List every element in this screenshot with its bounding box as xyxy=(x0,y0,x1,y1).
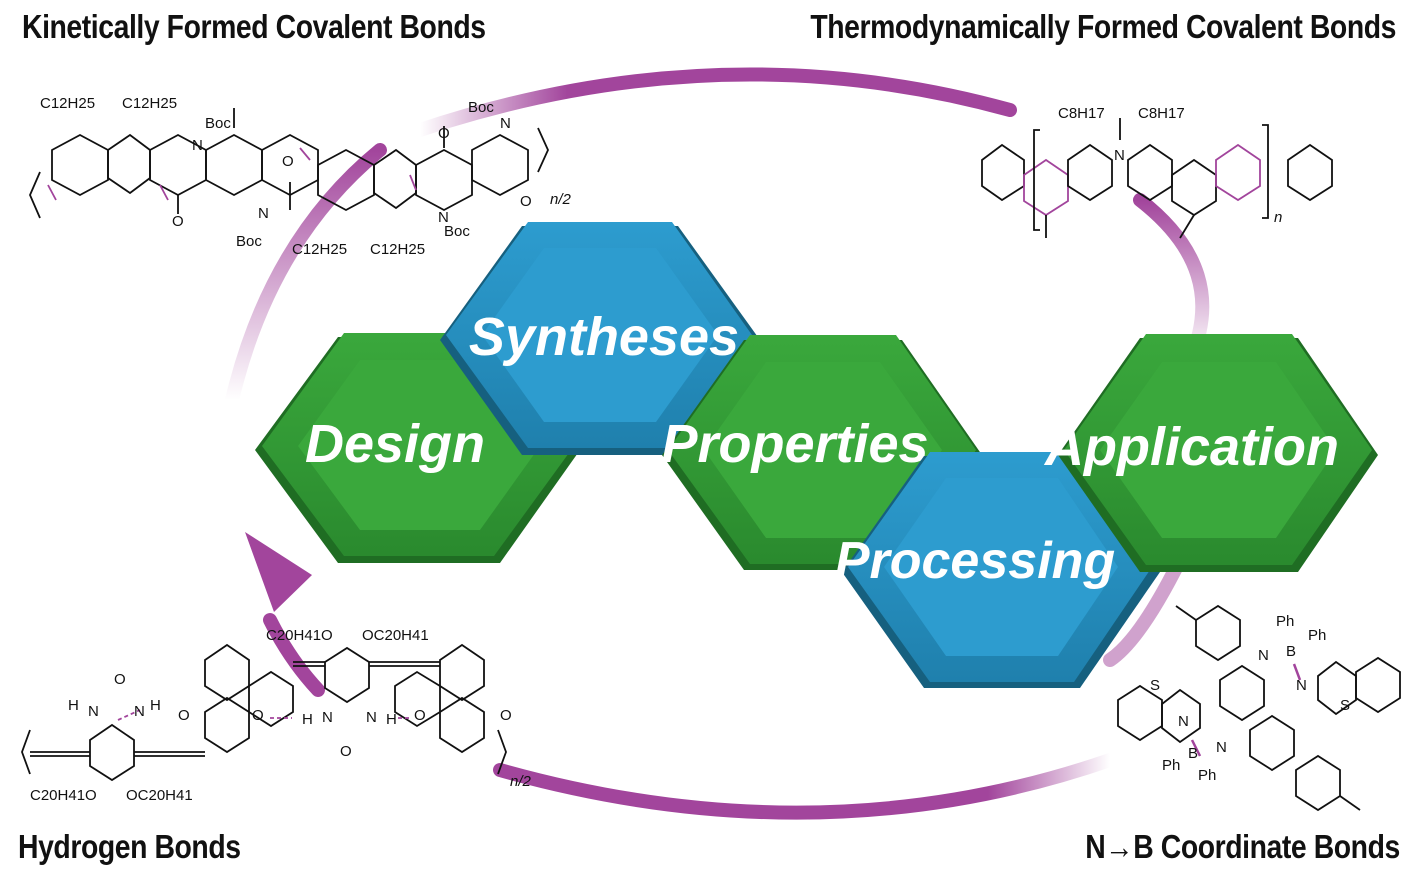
structure-top-left-labels: C12H25 C12H25 Boc Boc Boc Boc C12H25 C12… xyxy=(40,95,572,258)
svg-text:Ph: Ph xyxy=(1198,767,1216,784)
svg-text:N: N xyxy=(322,709,333,726)
svg-text:B: B xyxy=(1286,643,1296,660)
svg-text:H: H xyxy=(150,697,161,714)
svg-text:H: H xyxy=(68,697,79,714)
svg-text:N: N xyxy=(1258,647,1269,664)
hex-processing: Processing xyxy=(835,452,1160,688)
cycle-arrow-left-upper xyxy=(225,143,387,407)
svg-text:N: N xyxy=(500,115,511,132)
structure-bottom-left-labels: C20H41O OC20H41 C20H41O OC20H41 H H H H … xyxy=(30,627,532,804)
cycle-arrows xyxy=(225,67,1210,820)
svg-text:OC20H41: OC20H41 xyxy=(362,627,429,644)
hex-application: Application xyxy=(1043,334,1378,572)
svg-text:N: N xyxy=(1216,739,1227,756)
structure-bottom-left xyxy=(21,643,507,782)
svg-text:OC20H41: OC20H41 xyxy=(126,787,193,804)
svg-text:n: n xyxy=(1274,209,1282,226)
svg-text:N: N xyxy=(438,209,449,226)
svg-text:O: O xyxy=(172,213,184,230)
label-thermodynamic-covalent: Thermodynamically Formed Covalent Bonds xyxy=(810,8,1396,45)
svg-text:C8H17: C8H17 xyxy=(1138,105,1185,122)
svg-text:N: N xyxy=(366,709,377,726)
svg-text:O: O xyxy=(414,707,426,724)
svg-text:N: N xyxy=(1178,713,1189,730)
svg-text:B: B xyxy=(1188,745,1198,762)
svg-text:H: H xyxy=(302,711,313,728)
structure-top-right-labels: C8H17 C8H17 N n xyxy=(1058,105,1282,226)
svg-text:N: N xyxy=(134,703,145,720)
svg-text:Boc: Boc xyxy=(444,223,470,240)
svg-text:N: N xyxy=(1296,677,1307,694)
svg-text:H: H xyxy=(386,711,397,728)
svg-text:N: N xyxy=(192,137,203,154)
cycle-arrow-right-lower xyxy=(1103,553,1187,667)
svg-text:C12H25: C12H25 xyxy=(370,241,425,258)
hex-label-design: Design xyxy=(305,414,485,474)
svg-text:O: O xyxy=(520,193,532,210)
svg-text:O: O xyxy=(500,707,512,724)
svg-text:S: S xyxy=(1340,697,1350,714)
structure-bottom-right-labels: Ph Ph Ph Ph B B N N N N S S xyxy=(1150,613,1350,784)
label-kinetic-covalent: Kinetically Formed Covalent Bonds xyxy=(22,8,486,45)
svg-text:C20H41O: C20H41O xyxy=(30,787,97,804)
svg-text:C8H17: C8H17 xyxy=(1058,105,1105,122)
svg-text:Boc: Boc xyxy=(205,115,231,132)
svg-text:O: O xyxy=(114,671,126,688)
hex-label-application: Application xyxy=(1043,417,1339,477)
structure-bottom-right xyxy=(1117,604,1401,812)
svg-text:N: N xyxy=(88,703,99,720)
cycle-arrow-bottom xyxy=(493,753,1117,820)
hex-label-processing: Processing xyxy=(835,532,1115,590)
svg-text:Ph: Ph xyxy=(1276,613,1294,630)
svg-text:C20H41O: C20H41O xyxy=(266,627,333,644)
svg-text:Ph: Ph xyxy=(1162,757,1180,774)
svg-text:O: O xyxy=(438,125,450,142)
svg-text:Boc: Boc xyxy=(236,233,262,250)
hex-syntheses: Syntheses xyxy=(440,222,760,455)
svg-text:O: O xyxy=(282,153,294,170)
svg-text:C12H25: C12H25 xyxy=(122,95,177,112)
label-hydrogen-bonds: Hydrogen Bonds xyxy=(18,828,241,865)
hex-label-properties: Properties xyxy=(661,414,928,474)
label-nb-coordinate: N→B Coordinate Bonds xyxy=(1085,828,1400,865)
svg-text:n/2: n/2 xyxy=(510,773,532,790)
svg-text:S: S xyxy=(1150,677,1160,694)
svg-text:N: N xyxy=(1114,147,1125,164)
svg-text:Ph: Ph xyxy=(1308,627,1326,644)
cycle-arrow-left-lower xyxy=(263,613,325,697)
cycle-arrowhead xyxy=(245,532,312,612)
svg-text:O: O xyxy=(340,743,352,760)
hex-label-syntheses: Syntheses xyxy=(469,307,739,367)
cycle-arrow-top xyxy=(413,67,1017,137)
svg-text:C12H25: C12H25 xyxy=(40,95,95,112)
svg-text:Boc: Boc xyxy=(468,99,494,116)
svg-text:C12H25: C12H25 xyxy=(292,241,347,258)
structure-top-right xyxy=(981,118,1333,239)
svg-text:O: O xyxy=(252,707,264,724)
structure-top-left xyxy=(29,108,549,219)
svg-text:n/2: n/2 xyxy=(550,191,572,208)
svg-text:N: N xyxy=(258,205,269,222)
svg-text:O: O xyxy=(178,707,190,724)
